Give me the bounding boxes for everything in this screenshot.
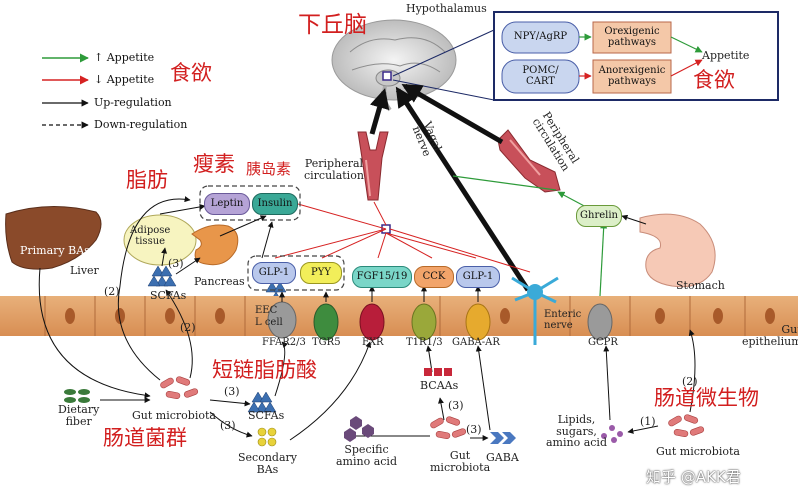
dietary-fiber-icon [64,389,90,403]
gaba-icon [490,432,516,444]
pomc-cart-label: POMC/ CART [522,65,559,87]
gaba-ar-cell [465,303,491,341]
pancreas-illustration [191,224,239,266]
liver-label: Liver [70,264,99,277]
gut-bacteria-cn-label: 肠道菌群 [103,426,187,450]
appetite-output-label: Appetite [702,49,750,62]
secondary-bas-label: Secondary BAs [238,451,297,476]
gaba-ar-label: GABA-AR [452,337,500,348]
specific-amino-acid-label: Specific amino acid [336,443,397,468]
step-2b-label: (2) [180,321,196,334]
scfa-molecules-bottom [247,391,277,413]
pancreas-label: Pancreas [194,275,245,288]
pyy-pill: PYY [300,262,342,284]
fgf-pill: FGF15/19 [352,266,412,288]
eec-label: EEC [255,305,278,316]
lipids-label: Lipids, sugars, amino acid [546,413,607,450]
lcell-label: L cell [255,317,283,328]
legend [42,53,89,129]
legend-down-regulation: Down-regulation [94,118,188,131]
appetite-cn-left-label: 食欲 [170,61,212,85]
anorexigenic-label: Anorexigenic pathways [598,65,666,87]
gut-microbiota-icon-left [160,376,199,399]
fxr-cell [359,303,385,341]
step-3b-label: (3) [224,385,240,398]
watermark: 知乎 @AKK君 [646,468,741,486]
gut-microbiota-right-label: Gut microbiota [656,445,740,458]
gcpr-cell [587,303,613,341]
leptin-pill: Leptin [204,193,250,215]
step-3d-label: (3) [448,399,464,412]
brain-illustration [331,19,457,112]
glp1-left-pill: GLP-1 [252,262,296,284]
orexigenic-label: Orexigenic pathways [604,26,660,48]
step-2a-label: (2) [104,285,120,298]
appetite-cn-right-label: 食欲 [693,68,735,92]
step-1-label: (1) [640,415,656,428]
secondary-bas-icon [257,427,277,447]
scfa-cn-label: 短链脂肪酸 [212,358,317,382]
ghrelin-pill: Ghrelin [576,205,622,227]
tgr5-cell [313,303,339,341]
insulin-pill: Insulin [252,193,298,215]
step-2c-label: (2) [682,375,698,388]
insulin-cn-label: 胰岛素 [246,160,292,178]
gut-microbe-cn-label: 肠道微生物 [654,386,759,410]
bcaas-icon [424,368,452,376]
scfa-molecules-left [147,265,177,287]
blood-vessel-left [357,131,389,201]
gut-microbiota-left-label: Gut microbiota [132,409,216,422]
gut-microbiota-icon-mid [430,416,467,439]
adipose-tissue [123,214,197,266]
tgr5-label: TGR5 [312,337,341,348]
gaba-label: GABA [486,451,519,464]
anorexigenic-node [592,59,672,94]
cck-pill: CCK [414,266,454,288]
t1r-label: T1R1/3 [406,337,443,348]
legend-up-regulation: Up-regulation [94,96,172,109]
legend-appetite-down: ↓ Appetite [94,73,155,86]
step-3e-label: (3) [466,423,482,436]
enteric-nerve-body [527,284,543,300]
epithelium-cells [44,296,746,336]
leptin-insulin-group [199,185,301,221]
dietary-fiber-label: Dietary fiber [58,403,100,428]
liver-illustration [5,206,102,270]
lipids-icon [601,425,623,443]
ffar-label: FFAR2/3 [262,337,306,348]
scfas-left-label: SCFAs [150,289,187,302]
gut-microbiota-icon-right [668,414,705,437]
gcpr-label: GCPR [588,337,618,348]
amino-acid-icon [344,416,374,442]
enteric-nerve-label: Enteric nerve [544,309,582,331]
primary-bas-label: Primary BAs [20,244,90,257]
gut-microbiota-mid-label: Gut microbiota [430,449,491,474]
step-3a-label: (3) [168,257,184,270]
glp1-pyy-group [247,255,345,291]
blood-vessel-right [497,129,561,193]
orexigenic-node [592,21,672,54]
peripheral-circulation-mid-label: Peripheral circulation [304,157,364,182]
hypothalamus-cn-label: 下丘脑 [298,12,367,38]
fat-cn-label: 脂肪 [126,168,168,192]
fxr-label: FXR [362,337,384,348]
t1r-cell [411,303,437,341]
npy-agrp-label: NPY/AgRP [513,31,568,43]
legend-appetite-up: ↑ Appetite [94,51,155,64]
stomach-label: Stomach [676,279,725,292]
glp1-right-pill: GLP-1 [456,266,500,288]
stomach-illustration [639,213,716,288]
gut-epithelium-label: Gut epithelium [742,323,798,348]
scfas-bottom-label: SCFAs [248,409,285,422]
bcaas-label: BCAAs [420,379,459,392]
step-3c-label: (3) [220,419,236,432]
hypothalamus-title: Hypothalamus [406,2,487,15]
leptin-cn-label: 瘦素 [193,152,235,176]
adipose-label: Adipose tissue [130,225,171,247]
